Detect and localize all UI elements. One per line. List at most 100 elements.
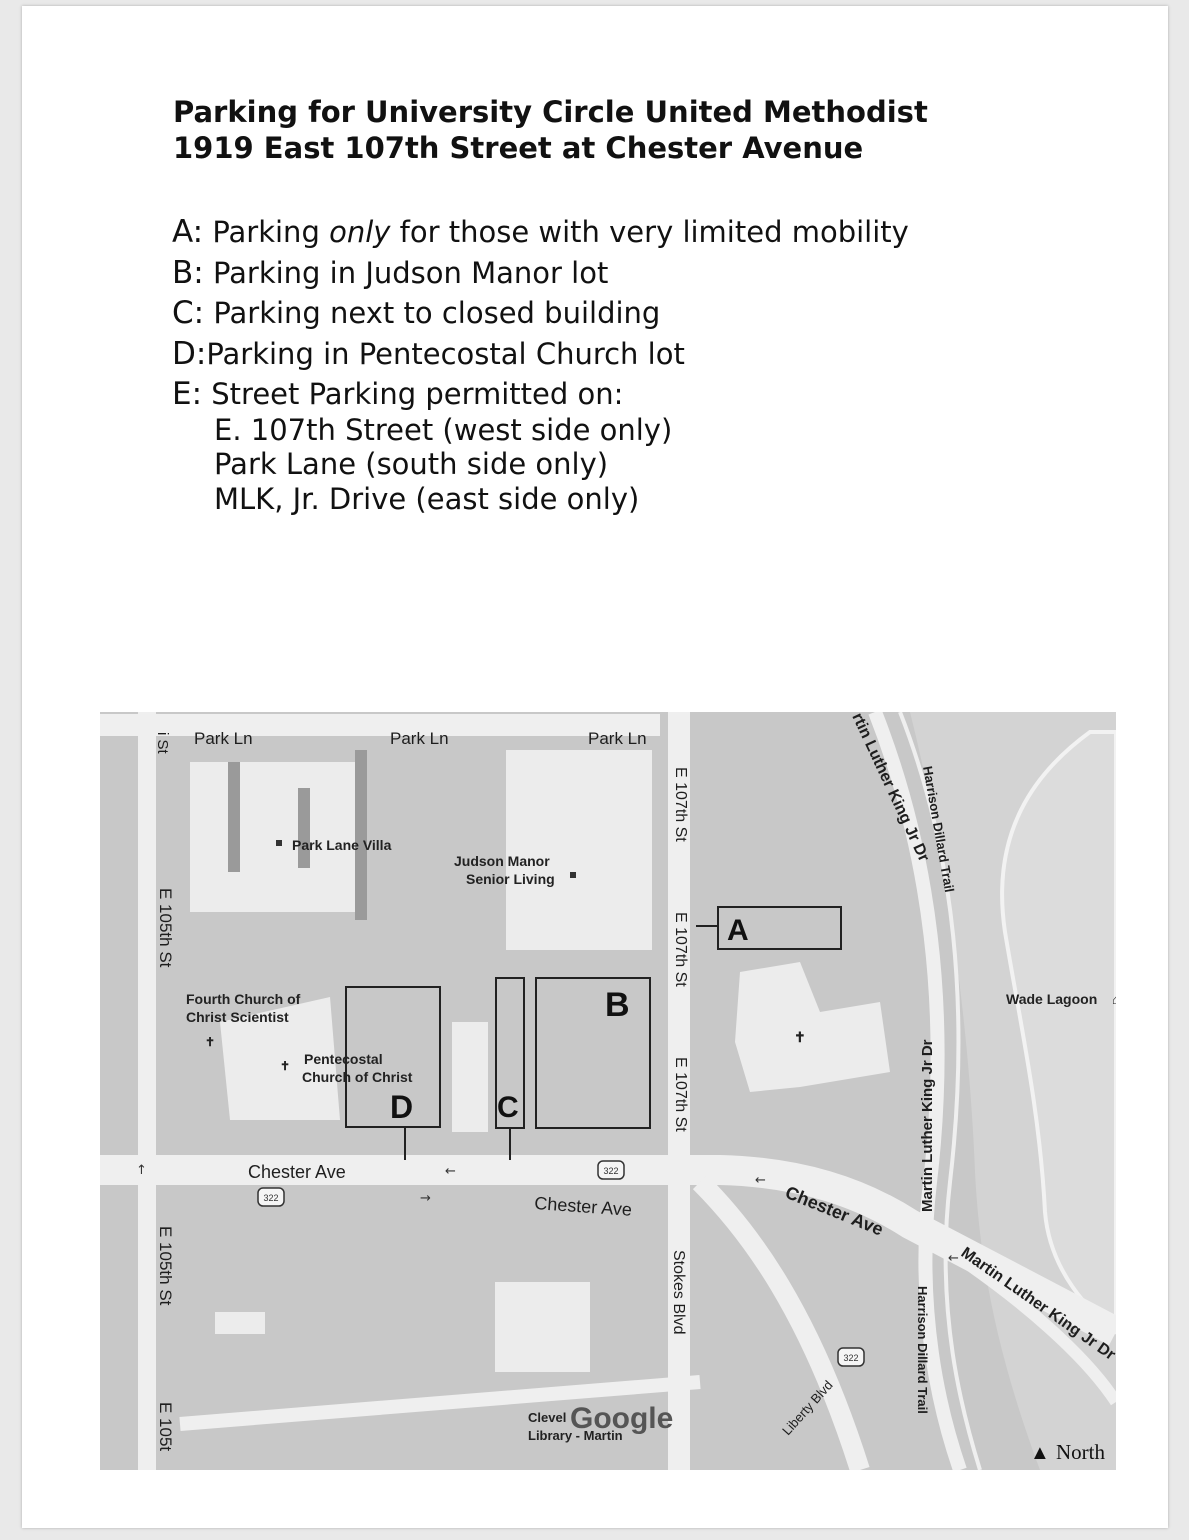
- north-arrow-icon: ▲: [1030, 1442, 1050, 1464]
- harrison-trail: [898, 712, 982, 1470]
- lot-d-outline: [345, 986, 441, 1128]
- parking-map: A B C D Park Ln Park Ln Park Ln Chester …: [100, 712, 1116, 1470]
- route-shield-icon: [257, 1187, 285, 1207]
- legend-item-b: B: Parking in Judson Manor lot: [172, 253, 909, 294]
- stokes-blvd-label: Stokes Blvd: [670, 1250, 687, 1334]
- e107-label: E 107th St: [672, 912, 689, 987]
- legend-key: A:: [172, 214, 204, 250]
- route-shields: 322 322 322: [257, 1160, 865, 1367]
- lot-a-outline: [717, 906, 842, 950]
- route-shield-icon: [837, 1347, 865, 1367]
- chester-ave-road: [100, 1155, 1116, 1346]
- lot-a-label: A: [727, 914, 749, 947]
- park-ln-label: Park Ln: [390, 729, 449, 748]
- pentecostal-label: Pentecostal: [304, 1051, 383, 1067]
- e105-label: E 105th St: [156, 1226, 175, 1306]
- google-logo: Google: [570, 1402, 673, 1435]
- church-icon: ✝: [280, 1059, 290, 1073]
- arrow-left-icon: ←: [445, 1164, 456, 1179]
- legend-item-c: C: Parking next to closed building: [172, 293, 909, 334]
- route-shield-icon: [597, 1160, 625, 1180]
- library-label: Clevel: [528, 1410, 566, 1425]
- villa-wing: [355, 750, 367, 920]
- arrow-left-icon: ←: [755, 1173, 766, 1188]
- map-canvas: A B C D Park Ln Park Ln Park Ln Chester …: [100, 712, 1116, 1470]
- lot-c-label: C: [497, 1091, 519, 1124]
- legend-item-e: E: Street Parking permitted on:: [172, 374, 909, 415]
- legend-text: Parking in Pentecostal Church lot: [206, 336, 685, 371]
- street-parking-item: MLK, Jr. Drive (east side only): [214, 481, 640, 516]
- south-building: [495, 1282, 590, 1372]
- e105-label: i St: [154, 732, 171, 755]
- villa-wing: [228, 762, 240, 872]
- direction-arrows: ← → ← ↑ ←: [136, 1163, 959, 1266]
- title-line-2: 1919 East 107th Street at Chester Avenue: [173, 131, 864, 165]
- e107-label: E 107th St: [672, 767, 689, 842]
- legend-item-a: A: Parking only for those with very limi…: [172, 212, 909, 253]
- legend-text: Parking in Judson Manor lot: [212, 255, 609, 290]
- park-lane-villa-label: Park Lane Villa: [292, 837, 392, 853]
- wade-lagoon-label: Wade Lagoon: [1006, 991, 1097, 1007]
- lower-road: [179, 1375, 701, 1431]
- page-title: Parking for University Circle United Met…: [173, 94, 928, 166]
- lot-b-outline: [535, 977, 651, 1129]
- fourth-church-building: [220, 997, 340, 1120]
- attraction-icon: ⌂: [1112, 992, 1116, 1007]
- mlk-label: Martin Luther King Jr Dr: [919, 1039, 936, 1212]
- villa-wing: [298, 788, 310, 868]
- legend-text: Parking: [212, 215, 330, 249]
- route-shield-label: 322: [843, 1353, 858, 1363]
- arrow-up-icon: ↑: [136, 1163, 147, 1178]
- lot-outlines: [345, 906, 842, 1160]
- legend-emphasis: only: [329, 215, 391, 249]
- north-label: North: [1056, 1440, 1105, 1464]
- judson-manor-building: [506, 750, 652, 950]
- lot-b-label: B: [605, 986, 630, 1024]
- church-icon: ✝: [205, 1035, 215, 1049]
- legend-key: D:: [172, 335, 207, 372]
- street-parking-item: E. 107th Street (west side only): [214, 412, 673, 447]
- park-ln-label: Park Ln: [194, 729, 253, 748]
- fourth-church-label: Fourth Church of: [186, 991, 301, 1007]
- legend-key: E:: [172, 376, 203, 412]
- document-page: Parking for University Circle United Met…: [22, 6, 1168, 1528]
- buildings: [190, 750, 890, 1372]
- church-building: [735, 962, 890, 1092]
- judson-manor-label: Judson Manor: [454, 853, 550, 869]
- legend-text: Street Parking permitted on:: [211, 377, 624, 411]
- roads: [100, 712, 1116, 1470]
- villa-wings: [228, 750, 367, 920]
- park-lane-villa-building: [190, 762, 360, 912]
- fourth-church-label: Christ Scientist: [186, 1009, 289, 1025]
- e105-label: E 105t: [156, 1402, 175, 1451]
- harrison-trail-label: Harrison Dillard Trail: [915, 1286, 930, 1414]
- street-parking-item: Park Lane (south side only): [214, 447, 609, 481]
- e105-label: E 105th St: [156, 888, 175, 968]
- arrow-left-icon: ←: [948, 1251, 959, 1266]
- poi-marker: [570, 872, 576, 878]
- church-icon: ✝: [794, 1029, 806, 1045]
- poi-marker: [276, 840, 282, 846]
- pentecostal-label: Church of Christ: [302, 1069, 413, 1085]
- legend-text-end: for those with very limited mobility: [390, 215, 909, 249]
- chester-ave-label: Chester Ave: [248, 1162, 346, 1182]
- e107-label: E 107th St: [672, 1057, 689, 1132]
- legend-key: C:: [172, 295, 205, 331]
- park-ln-label: Park Ln: [588, 729, 647, 748]
- legend-item-d: D:Parking in Pentecostal Church lot: [172, 334, 909, 375]
- library-label: Library - Martin: [528, 1428, 623, 1443]
- mlk-diag-road: [916, 1226, 1116, 1406]
- route-shield-label: 322: [603, 1166, 618, 1176]
- street-parking-list: E. 107th Street (west side only) Park La…: [172, 413, 909, 517]
- small-building: [452, 1022, 488, 1132]
- wade-lagoon-shape: [1000, 730, 1116, 1335]
- parking-legend: A: Parking only for those with very limi…: [172, 212, 909, 516]
- stokes-blvd-road: [692, 1174, 870, 1470]
- small-south-building: [215, 1312, 265, 1334]
- legend-key: B:: [172, 254, 204, 291]
- route-shield-label: 322: [263, 1193, 278, 1203]
- lot-d-label: D: [390, 1089, 413, 1125]
- arrow-right-icon: →: [420, 1191, 431, 1206]
- title-line-1: Parking for University Circle United Met…: [173, 95, 928, 129]
- mlk-road: [868, 712, 967, 1470]
